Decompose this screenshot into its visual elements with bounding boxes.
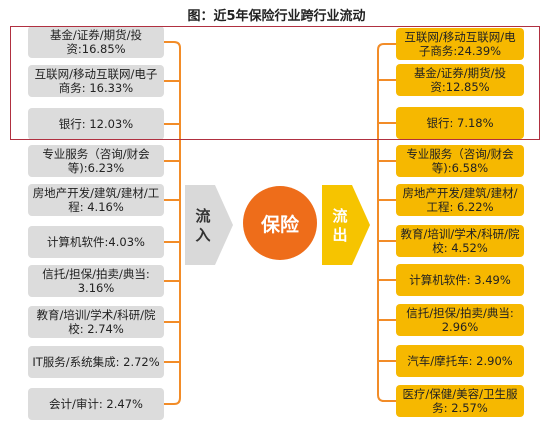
outflow-item: 银行: 7.18% xyxy=(396,107,524,139)
outflow-item: 专业服务（咨询/财会等):6.58% xyxy=(396,145,524,177)
outflow-branch xyxy=(377,394,396,402)
inflow-item: 基金/证券/期货/投资:16.85% xyxy=(28,26,164,58)
highlight-frame xyxy=(10,26,540,140)
inflow-item: 会计/审计: 2.47% xyxy=(28,388,164,420)
inflow-label: 流入 xyxy=(195,207,211,244)
outflow-item: 教育/培训/学术/科研/院校: 4.52% xyxy=(396,225,524,257)
outflow-arrow-icon xyxy=(322,185,370,265)
center-node: 保险 xyxy=(243,186,317,260)
outflow-item: 互联网/移动互联网/电子商务:24.39% xyxy=(396,28,524,60)
outflow-item: 医疗/保健/美容/卫生服务: 2.57% xyxy=(396,385,524,417)
inflow-branch xyxy=(164,41,181,49)
outflow-item: 信托/担保/拍卖/典当: 2.96% xyxy=(396,304,524,336)
inflow-arrow-icon xyxy=(185,185,233,265)
outflow-item: 房地产开发/建筑/建材/工程: 6.22% xyxy=(396,184,524,216)
outflow-item: 汽车/摩托车: 2.90% xyxy=(396,345,524,377)
inflow-item: 信托/担保/拍卖/典当: 3.16% xyxy=(28,265,164,297)
center-label: 保险 xyxy=(260,213,299,236)
inflow-item: 专业服务（咨询/财会等):6.23% xyxy=(28,145,164,177)
inflow-item: 银行: 12.03% xyxy=(28,108,164,140)
outflow-label: 流出 xyxy=(332,207,348,244)
inflow-item: 互联网/移动互联网/电子商务: 16.33% xyxy=(28,65,164,97)
outflow-item: 基金/证券/期货/投资:12.85% xyxy=(396,64,524,96)
inflow-branch xyxy=(164,397,181,405)
inflow-item: 计算机软件:4.03% xyxy=(28,226,164,258)
inflow-item: 房地产开发/建筑/建材/工程: 4.16% xyxy=(28,184,164,216)
inflow-item: 教育/培训/学术/科研/院校: 2.74% xyxy=(28,306,164,338)
inflow-item: IT服务/系统集成: 2.72% xyxy=(28,346,164,378)
diagram-title: 图：近5年保险行业跨行业流动 xyxy=(187,9,366,24)
outflow-branch xyxy=(377,43,396,51)
outflow-item: 计算机软件: 3.49% xyxy=(396,264,524,296)
